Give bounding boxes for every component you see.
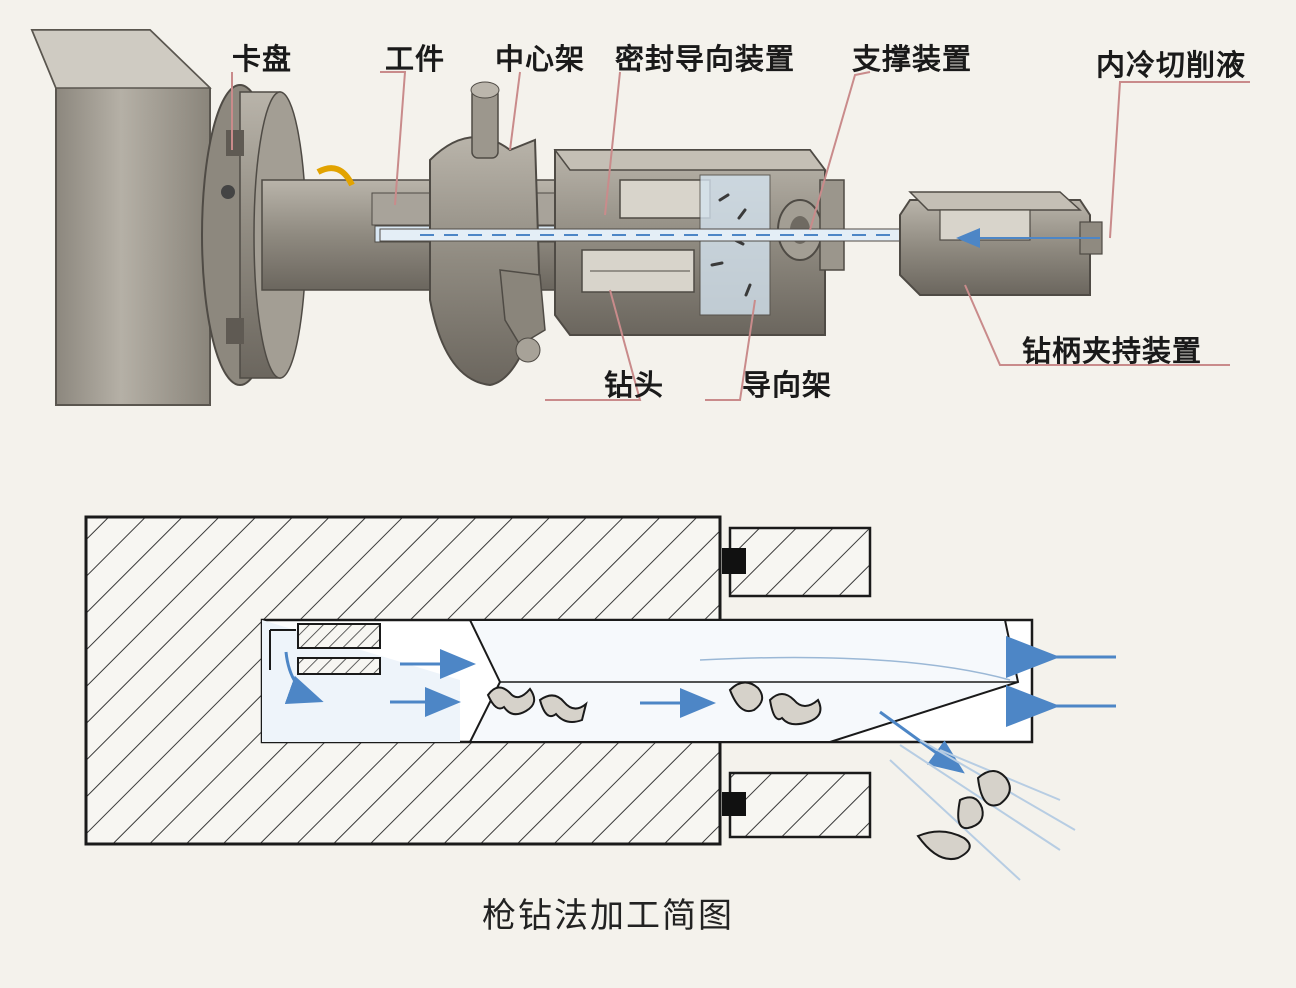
label-chuck: 卡盘 (232, 42, 293, 76)
drill-bar (379, 228, 911, 242)
label-workpiece: 工件 (385, 42, 446, 76)
machine-assembly (30, 29, 1103, 406)
label-drill-head: 钻头 (604, 368, 665, 402)
gun-drill-schematic (84, 515, 1116, 881)
label-guide-frame: 导向架 (742, 368, 833, 402)
headstock (30, 29, 212, 406)
guide-bushing-bottom (728, 771, 872, 839)
label-center-rest: 中心架 (495, 42, 586, 76)
label-shank-clamp: 钻柄夹持装置 (1022, 334, 1203, 368)
shank-clamp-device (899, 191, 1103, 296)
guide-frame-block (553, 149, 827, 336)
leader-lines (231, 71, 1250, 401)
coolant-inlet-arrows (1006, 636, 1116, 727)
seal-bottom (722, 792, 746, 816)
drill-head-top (297, 623, 381, 649)
center-rest (429, 81, 546, 387)
label-seal-guide: 密封导向装置 (615, 42, 796, 76)
label-support: 支撑装置 (852, 42, 973, 76)
drill-head-bottom (297, 657, 381, 675)
chip-icon (486, 681, 1011, 860)
label-coolant: 内冷切削液 (1096, 48, 1247, 82)
seal-top (722, 548, 746, 574)
guide-bushing-top (728, 526, 872, 598)
figure-caption: 枪钻法加工简图 (482, 896, 734, 936)
